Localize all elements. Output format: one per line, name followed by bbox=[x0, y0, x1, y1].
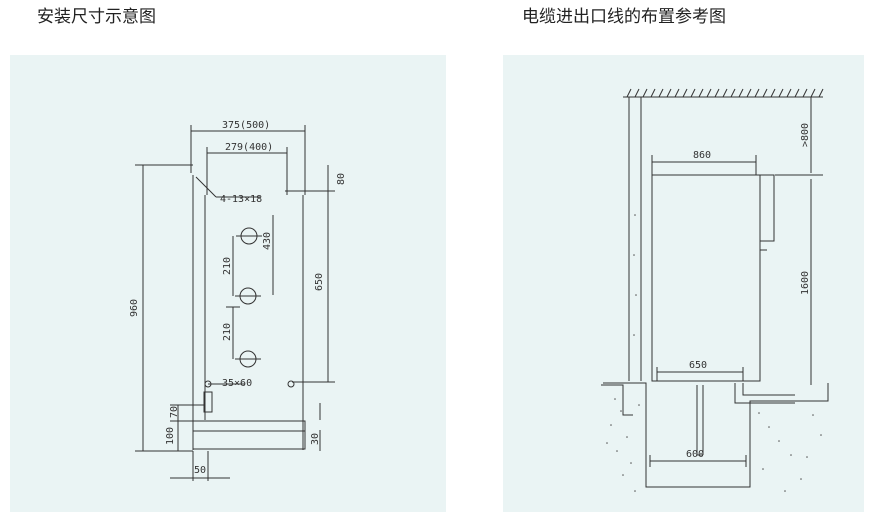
cabinet-outline bbox=[651, 174, 761, 382]
dim-total-height: 960 bbox=[129, 299, 140, 317]
concrete-texture bbox=[606, 214, 822, 492]
left-caption: 安装尺寸示意图 bbox=[37, 7, 156, 27]
dim-base-30: 30 bbox=[310, 433, 321, 445]
dim-cabinet-depth: 860 bbox=[693, 150, 711, 161]
dim-mounting-holes: 4-13×18 bbox=[220, 194, 262, 205]
dim-base-70: 70 bbox=[169, 406, 180, 418]
cabinet-base bbox=[192, 420, 306, 450]
installation-diagram-panel: 375(500) 279(400) 4-13×18 80 430 650 210… bbox=[10, 55, 446, 512]
dim-trench-width: 600 bbox=[686, 449, 704, 460]
dim-bottom-depth: 650 bbox=[689, 360, 707, 371]
dim-hole-gap-upper: 430 bbox=[262, 232, 273, 250]
ground-profile bbox=[603, 382, 829, 488]
dim-pitch-1: 210 bbox=[222, 257, 233, 275]
dim-hole-gap-lower: 650 bbox=[314, 273, 325, 291]
dim-base-50: 50 bbox=[194, 465, 206, 476]
dim-hole-spacing-width: 279(400) bbox=[225, 142, 273, 153]
cable-layout-diagram-panel: 860 >800 1600 650 600 bbox=[503, 55, 864, 512]
right-caption: 电缆进出口线的布置参考图 bbox=[522, 7, 726, 27]
bottom-slot bbox=[203, 391, 213, 413]
dim-pitch-2: 210 bbox=[222, 323, 233, 341]
dim-base-100: 100 bbox=[165, 427, 176, 445]
dim-bottom-slot: 35×60 bbox=[222, 378, 252, 389]
cable-bend bbox=[734, 383, 795, 404]
dim-clearance-top: >800 bbox=[800, 123, 811, 147]
installation-diagram: 375(500) 279(400) 4-13×18 80 430 650 210… bbox=[129, 120, 347, 481]
dim-cabinet-height: 1600 bbox=[800, 271, 811, 295]
cable-layout-diagram: 860 >800 1600 650 600 bbox=[601, 88, 829, 492]
dim-overall-width: 375(500) bbox=[222, 120, 270, 131]
dim-top-offset: 80 bbox=[336, 173, 347, 185]
